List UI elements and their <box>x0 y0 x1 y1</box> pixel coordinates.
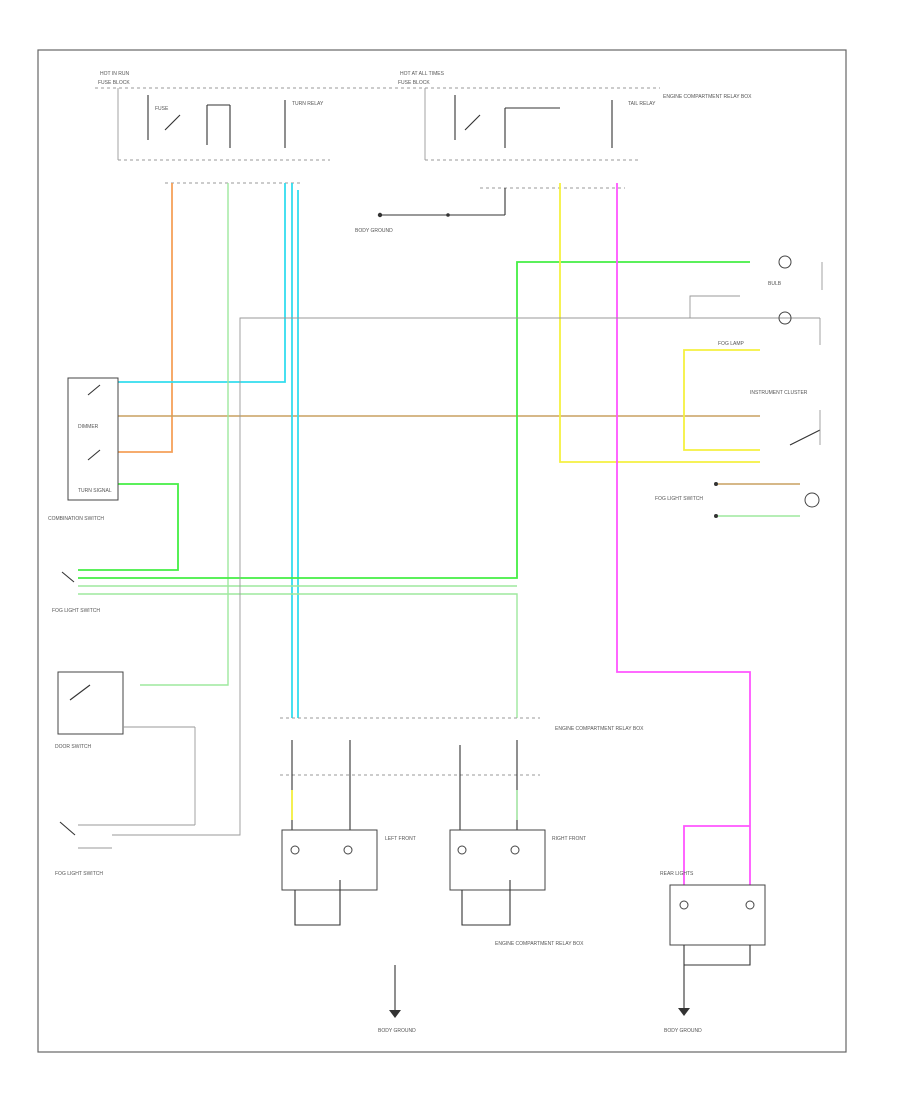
lf-bulb-b <box>343 845 353 855</box>
fuse-block-right: HOT AT ALL TIMES FUSE BLOCK TAIL RELAY E… <box>398 71 752 161</box>
fog-switch-label-left: FOG LIGHT SWITCH <box>52 608 100 614</box>
combination-switch: DIMMER TURN SIGNAL COMBINATION SWITCH <box>48 377 119 522</box>
turn-relay-label: TURN RELAY <box>292 101 324 107</box>
rear-bulb-b <box>745 900 755 910</box>
dimmer-label: DIMMER <box>78 424 99 430</box>
relay-box-label-low: ENGINE COMPARTMENT RELAY BOX <box>495 941 584 947</box>
bulb-indicator-low <box>804 492 820 508</box>
body-ground-label-top: BODY GROUND <box>355 228 393 234</box>
hot-in-run-label: HOT IN RUN <box>100 71 129 77</box>
turn-signal-label: TURN SIGNAL <box>78 488 112 494</box>
fog-switch-contact <box>61 571 75 583</box>
tail-relay-label: TAIL RELAY <box>628 101 656 107</box>
combination-switch-label: COMBINATION SWITCH <box>48 516 104 522</box>
rf-bulb-b <box>510 845 520 855</box>
wire-green-cluster <box>78 261 750 579</box>
ground-terminal-top <box>377 212 383 218</box>
right-front-lamp-body <box>449 829 546 891</box>
wire-gray-upper <box>689 295 740 318</box>
wire-pink-split <box>683 825 750 885</box>
left-front-lamp-body <box>281 829 378 891</box>
rear-lights: REAR LIGHTS BODY GROUND <box>660 871 766 1034</box>
fuse-block-label-left: FUSE BLOCK <box>98 80 130 86</box>
diagram-frame <box>37 49 847 1053</box>
rear-lights-label: REAR LIGHTS <box>660 871 694 877</box>
bulb-label-top: BULB <box>768 281 782 287</box>
fog-light-switch-label: FOG LIGHT SWITCH <box>655 496 703 502</box>
rear-ground-wire <box>684 945 751 966</box>
lower-left-switch: FOG LIGHT SWITCH <box>55 821 195 877</box>
lower-switch-blade <box>59 821 76 836</box>
wire-yellow-lamp <box>683 349 760 451</box>
relay-switch-right <box>464 114 481 131</box>
term-low-a <box>714 482 718 486</box>
lf-bulb-a <box>290 845 300 855</box>
rf-ground-wire <box>461 880 511 926</box>
door-switch: DOOR SWITCH <box>55 671 196 825</box>
left-front-label: LEFT FRONT <box>385 836 416 842</box>
lf-ground-wire <box>294 880 341 926</box>
fuse-block-left: HOT IN RUN FUSE BLOCK FUSE TURN RELAY <box>95 71 660 161</box>
rf-bulb-a <box>457 845 467 855</box>
door-switch-blade <box>69 684 91 701</box>
door-switch-body <box>57 671 124 735</box>
term-low-b <box>714 514 718 518</box>
bulb-indicator-mid <box>778 311 792 325</box>
cluster-switch-blade <box>789 429 821 446</box>
rear-lights-body <box>669 884 766 946</box>
instrument-cluster-label: INSTRUMENT CLUSTER <box>750 390 808 396</box>
right-front-label: RIGHT FRONT <box>552 836 586 842</box>
wire-gray-bus <box>112 317 820 836</box>
combination-switch-body <box>67 377 119 501</box>
wire-cyan-turn <box>118 183 286 383</box>
fog-light-switch-left: FOG LIGHT SWITCH <box>52 571 100 614</box>
combo-contact-a <box>87 384 101 396</box>
wire-green-switch <box>78 483 179 571</box>
bulb-indicator-top <box>778 255 792 269</box>
ground-symbol-mid <box>389 1010 401 1018</box>
ground-symbol-right <box>678 1008 690 1016</box>
fuse-rating-left: FUSE <box>155 106 169 112</box>
lower-switch-label: FOG LIGHT SWITCH <box>55 871 103 877</box>
splice-top <box>446 213 450 217</box>
wire-lgreen-lower <box>78 593 518 718</box>
body-ground-label-mid: BODY GROUND <box>378 1028 416 1034</box>
hot-at-all-times-label: HOT AT ALL TIMES <box>400 71 445 77</box>
wire-orange-dimmer <box>118 183 173 453</box>
fog-lamp-label: FOG LAMP <box>718 341 745 347</box>
door-switch-label: DOOR SWITCH <box>55 744 91 750</box>
rear-bulb-a <box>679 900 689 910</box>
wire-pink-rear <box>616 183 751 826</box>
body-ground-label-right: BODY GROUND <box>664 1028 702 1034</box>
relay-box-label-top: ENGINE COMPARTMENT RELAY BOX <box>663 94 752 100</box>
fuse-block-label-right: FUSE BLOCK <box>398 80 430 86</box>
left-front-lamp: LEFT FRONT <box>281 829 416 926</box>
wire-yellow-indicator <box>559 183 760 463</box>
combo-contact-b <box>87 449 101 461</box>
right-front-lamp: RIGHT FRONT ENGINE COMPARTMENT RELAY BOX <box>449 829 586 947</box>
relay-switch-left <box>164 114 181 131</box>
relay-box-label-mid: ENGINE COMPARTMENT RELAY BOX <box>555 726 644 732</box>
wire-lgreen-fog <box>140 183 229 686</box>
